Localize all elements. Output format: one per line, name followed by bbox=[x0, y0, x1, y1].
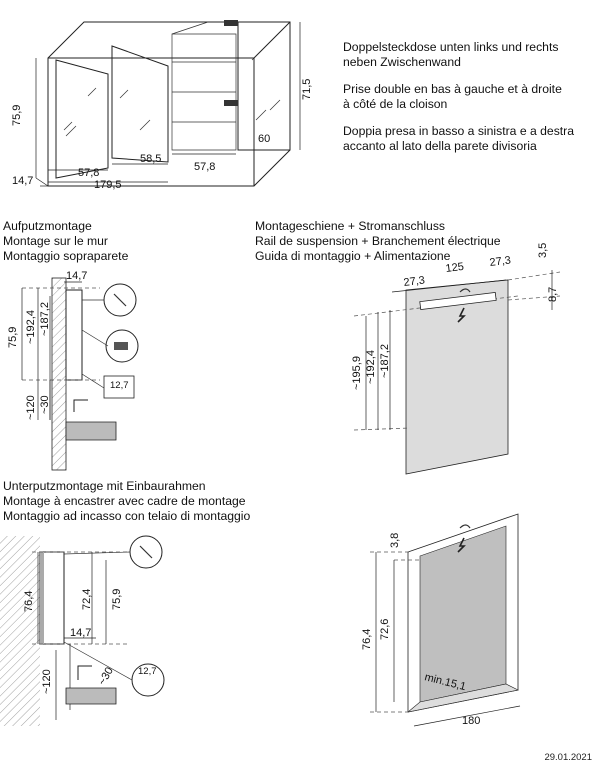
dim-flush-h764: 76,4 bbox=[23, 591, 35, 612]
flush-it: Montaggio ad incasso con telaio di monta… bbox=[3, 509, 251, 523]
dim-top-d: 14,7 bbox=[12, 175, 33, 187]
surface-de: Aufputzmontage bbox=[3, 219, 92, 233]
surface-mount-heading: Aufputzmontage Montage sur le mur Montag… bbox=[3, 219, 128, 264]
dim-surf-d: 14,7 bbox=[66, 270, 87, 282]
surface-it: Montaggio sopraparete bbox=[3, 249, 129, 263]
surface-mount-section bbox=[21, 277, 139, 471]
dim-rail-g: 8,7 bbox=[547, 287, 559, 302]
dimension-labels: 75,9 14,7 57,8 179,5 58,5 57,8 60 71,5 1… bbox=[7, 79, 559, 727]
dim-rail-h192: ~192,4 bbox=[365, 350, 377, 384]
note-fr-1: Prise double en bas à gauche et à droite bbox=[343, 82, 562, 96]
rail-mount-section bbox=[353, 270, 561, 475]
rail-mount-heading: Montageschiene + Stromanschluss Rail de … bbox=[255, 219, 501, 264]
dim-flush-h120: ~120 bbox=[41, 669, 53, 694]
dim-flush-d: 14,7 bbox=[70, 627, 91, 639]
recess-box-section bbox=[370, 513, 521, 727]
dim-top-w1: 57,8 bbox=[78, 167, 99, 179]
dim-box-h764: 76,4 bbox=[361, 629, 373, 650]
dim-box-w: 180 bbox=[462, 715, 480, 727]
note-de-1: Doppelsteckdose unten links und rechts bbox=[343, 40, 559, 54]
dim-top-wtot: 179,5 bbox=[94, 179, 122, 191]
surface-fr: Montage sur le mur bbox=[3, 234, 108, 248]
rail-fr: Rail de suspension + Branchement électri… bbox=[255, 234, 501, 248]
dim-rail-h187: ~187,2 bbox=[379, 344, 391, 378]
rail-de: Montageschiene + Stromanschluss bbox=[255, 219, 446, 233]
dim-surf-h192: ~192,4 bbox=[25, 310, 37, 344]
dim-top-w3: 57,8 bbox=[194, 161, 215, 173]
dim-box-h726: 72,6 bbox=[379, 619, 391, 640]
dim-box-t: 3,8 bbox=[389, 533, 401, 548]
dim-rail-r: 27,3 bbox=[489, 254, 512, 269]
dim-rail-m: 125 bbox=[445, 261, 465, 275]
note-de-2: neben Zwischenwand bbox=[343, 55, 461, 69]
dim-flush-detail: 12,7 bbox=[138, 666, 157, 677]
dim-flush-h759: 75,9 bbox=[111, 589, 123, 610]
dim-flush-h724: 72,4 bbox=[81, 589, 93, 610]
flush-de: Unterputzmontage mit Einbaurahmen bbox=[3, 479, 206, 493]
dim-surf-h: 75,9 bbox=[7, 327, 19, 348]
flush-mount-section bbox=[0, 535, 165, 726]
dim-surf-h30: ~30 bbox=[39, 395, 51, 414]
cabinet-perspective bbox=[35, 20, 301, 187]
dim-top-h2: 71,5 bbox=[301, 79, 313, 100]
note-fr-2: à côté de la cloison bbox=[343, 97, 448, 111]
socket-note: Doppelsteckdose unten links und rechts n… bbox=[343, 40, 574, 154]
dim-rail-l: 27,3 bbox=[403, 274, 426, 289]
dim-flush-h30: ~30 bbox=[96, 665, 116, 687]
dim-rail-h195: ~195,9 bbox=[351, 356, 363, 390]
flush-mount-heading: Unterputzmontage mit Einbaurahmen Montag… bbox=[3, 479, 250, 524]
document-date: 29.01.2021 bbox=[544, 752, 592, 763]
dim-surf-h187: ~187,2 bbox=[39, 302, 51, 336]
dim-top-h: 75,9 bbox=[11, 105, 23, 126]
dim-surf-detail: 12,7 bbox=[110, 380, 129, 391]
dim-surf-h120: ~120 bbox=[25, 395, 37, 420]
dim-rail-t: 3,5 bbox=[537, 243, 549, 258]
flush-fr: Montage à encastrer avec cadre de montag… bbox=[3, 494, 246, 508]
rail-it: Guida di montaggio + Alimentazione bbox=[255, 249, 451, 263]
dim-top-w2: 58,5 bbox=[140, 153, 161, 165]
note-it-2: accanto al lato della parete divisoria bbox=[343, 139, 537, 153]
note-it-1: Doppia presa in basso a sinistra e a des… bbox=[343, 124, 575, 138]
dim-top-depth: 60 bbox=[258, 133, 270, 145]
